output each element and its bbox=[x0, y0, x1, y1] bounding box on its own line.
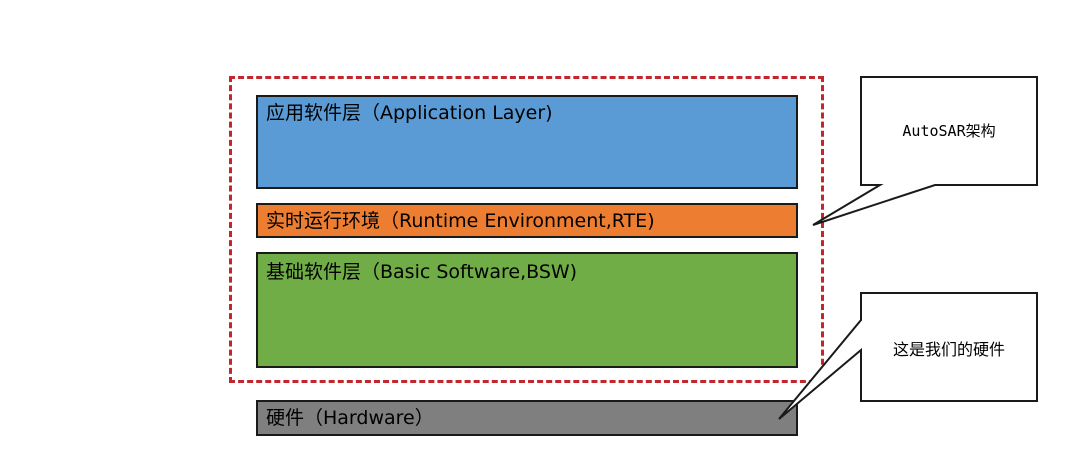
hardware-layer-box: 硬件（Hardware） bbox=[256, 400, 798, 436]
application-layer-label: 应用软件层（Application Layer) bbox=[266, 102, 553, 124]
rte-layer-label: 实时运行环境（Runtime Environment,RTE) bbox=[266, 210, 655, 232]
autosar-callout-text: AutoSAR架构 bbox=[902, 122, 996, 140]
hardware-layer-label: 硬件（Hardware） bbox=[266, 407, 434, 429]
bsw-layer-label: 基础软件层（Basic Software,BSW) bbox=[266, 261, 578, 283]
rte-layer-box: 实时运行环境（Runtime Environment,RTE) bbox=[256, 203, 798, 238]
hardware-callout-bubble bbox=[778, 292, 1038, 420]
application-layer-box: 应用软件层（Application Layer) bbox=[256, 95, 798, 189]
autosar-callout-bubble bbox=[812, 76, 1038, 226]
bsw-layer-box: 基础软件层（Basic Software,BSW) bbox=[256, 252, 798, 368]
hardware-callout-text: 这是我们的硬件 bbox=[892, 340, 1005, 359]
autosar-architecture-boundary bbox=[229, 76, 824, 383]
